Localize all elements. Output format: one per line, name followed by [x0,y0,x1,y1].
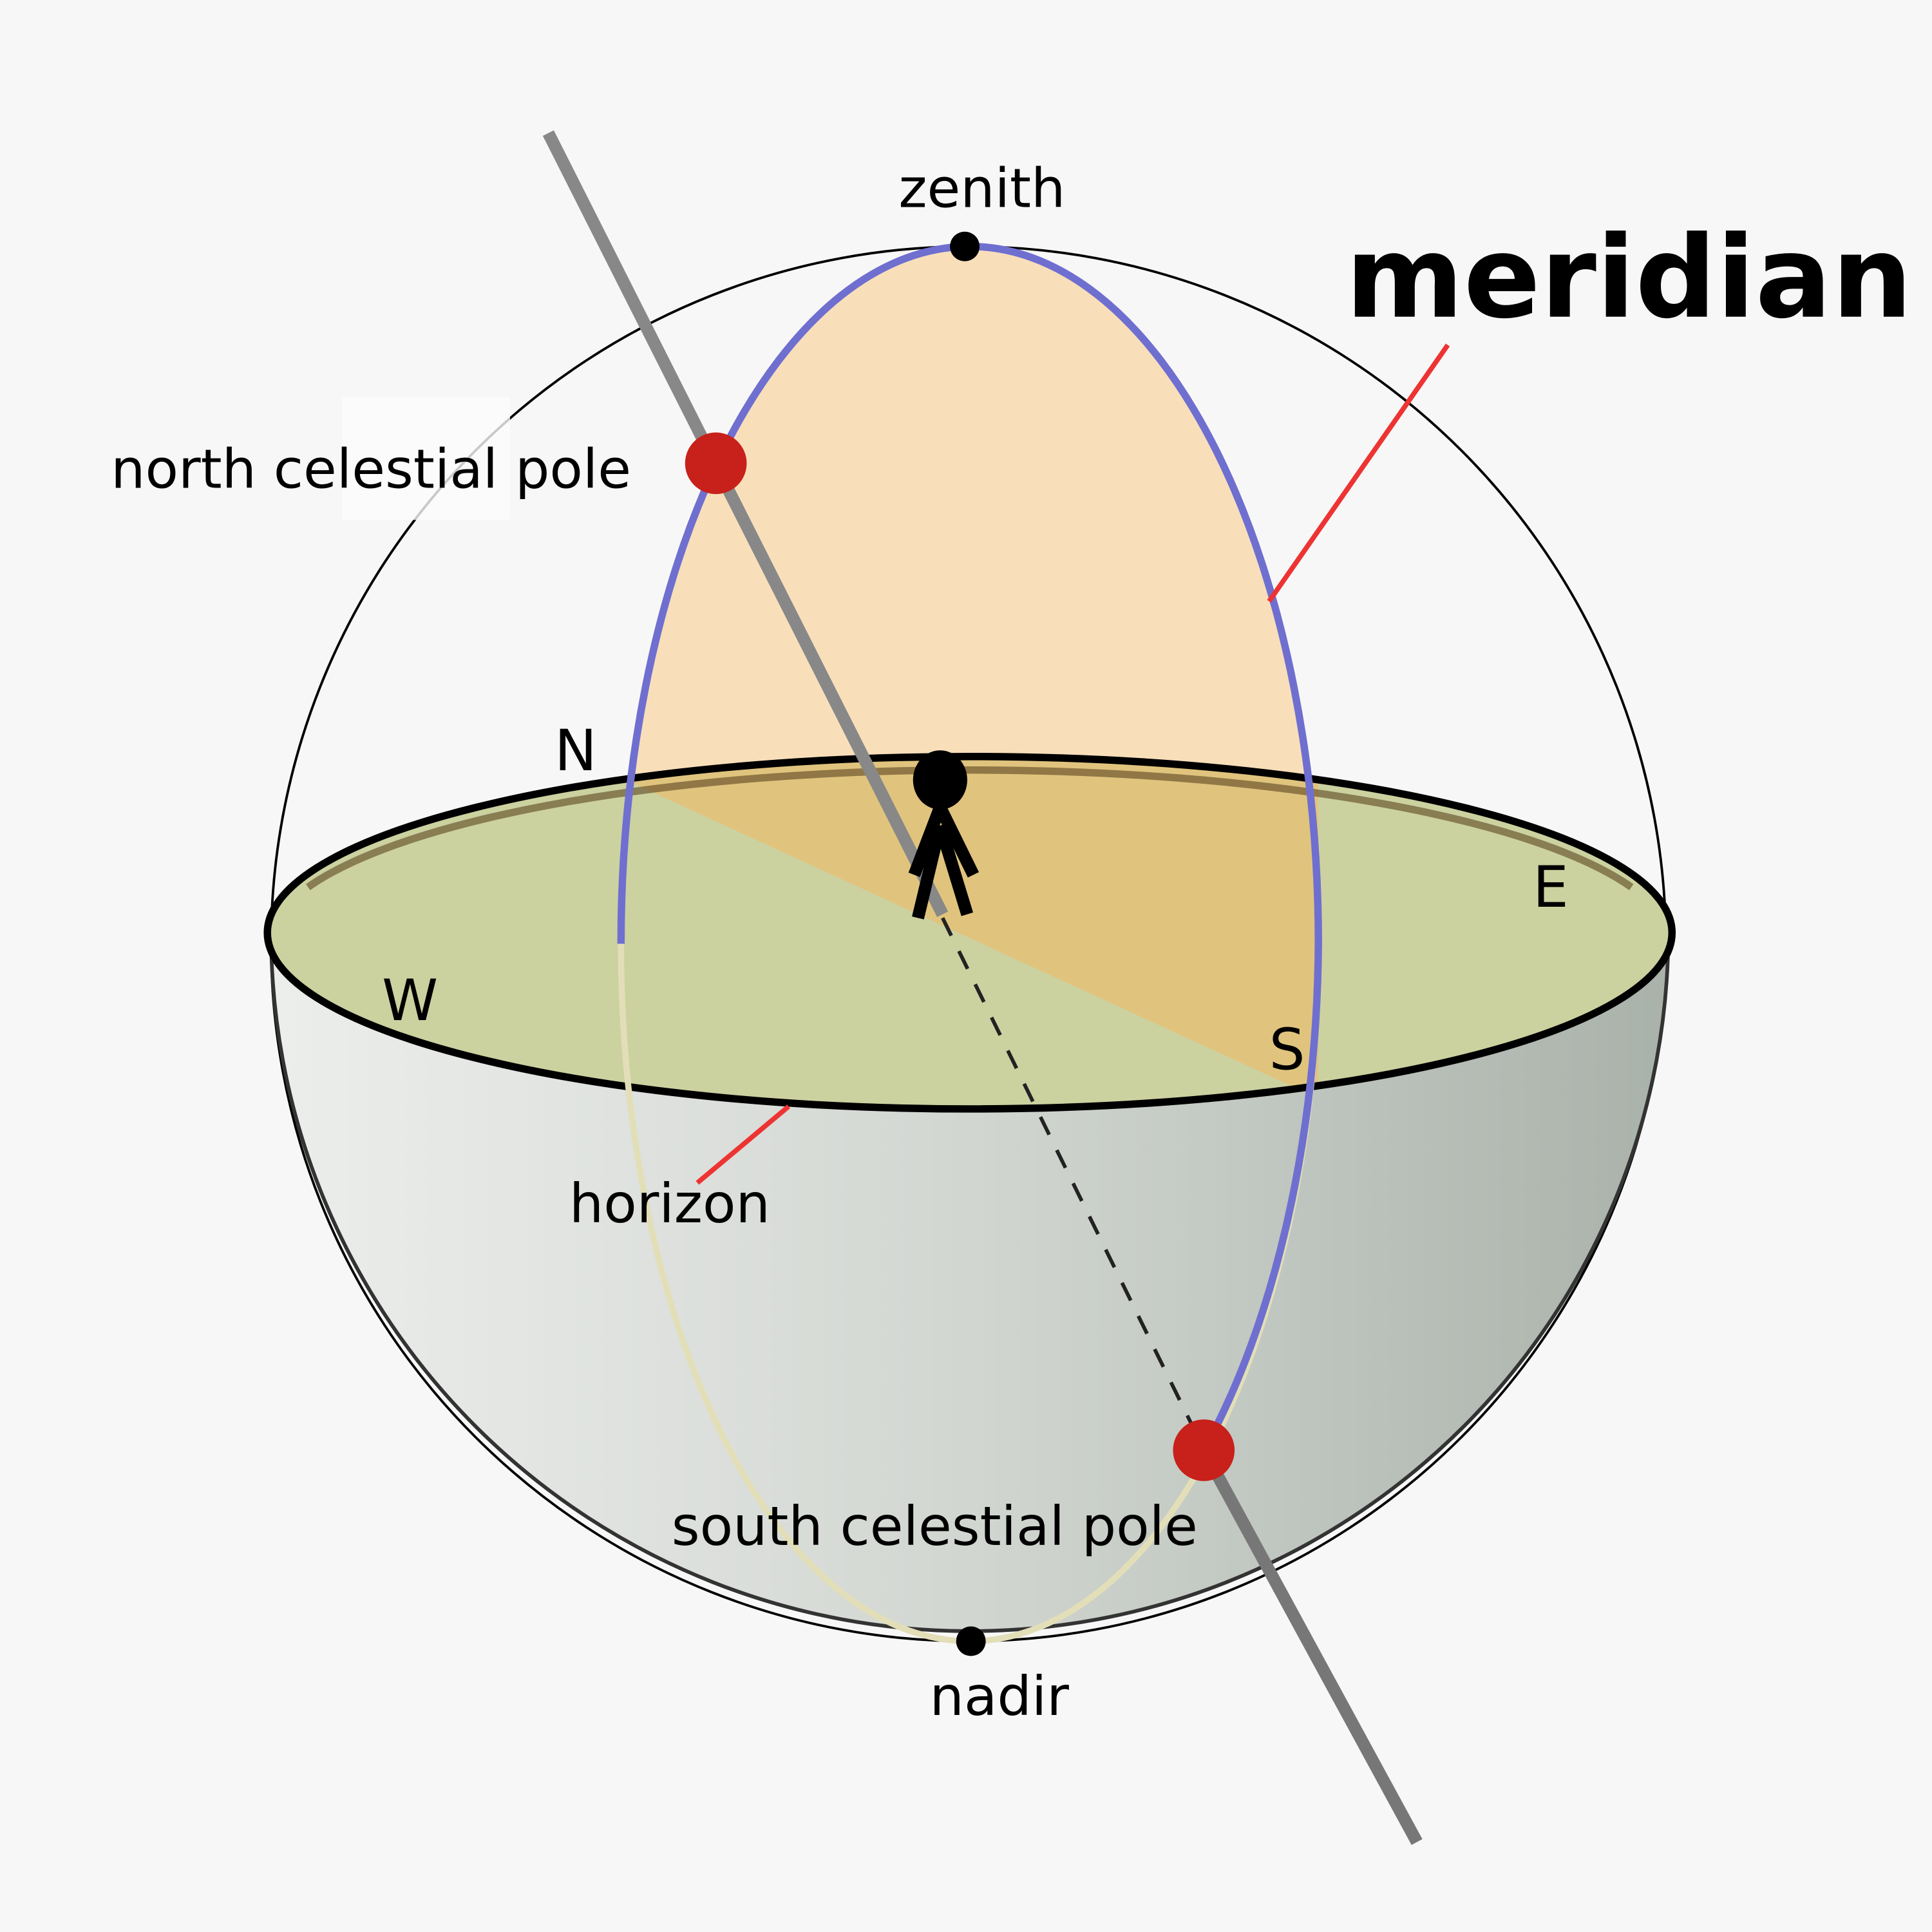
celestial-axis-hidden [941,917,1204,1445]
direction-south: S [1269,1017,1305,1083]
celestial-axis-upper [542,130,949,917]
direction-east: E [1533,854,1569,920]
zenith-marker [950,231,980,261]
meridian-line [617,242,1322,1452]
nadir-marker [956,1626,986,1656]
nadir-label: nadir [929,1665,1069,1728]
celestial-axis-lower [1198,1447,1423,1845]
observer-icon [908,750,980,920]
meridian-horizon-region [628,756,1319,1097]
north-celestial-pole-label: north celestial pole [111,438,631,501]
horizon-pointer [696,1104,790,1185]
south-celestial-pole-label: south celestial pole [672,1495,1198,1558]
zenith-label: zenith [898,156,1065,220]
meridian-title: meridian [1345,212,1912,344]
north-celestial-pole-marker [685,432,747,495]
horizon-line [263,753,1676,1113]
direction-west: W [382,967,438,1034]
meridian-pointer [1267,343,1450,603]
direction-north: N [554,717,597,784]
south-celestial-pole-marker [1173,1419,1235,1481]
horizon-label: horizon [569,1172,770,1235]
